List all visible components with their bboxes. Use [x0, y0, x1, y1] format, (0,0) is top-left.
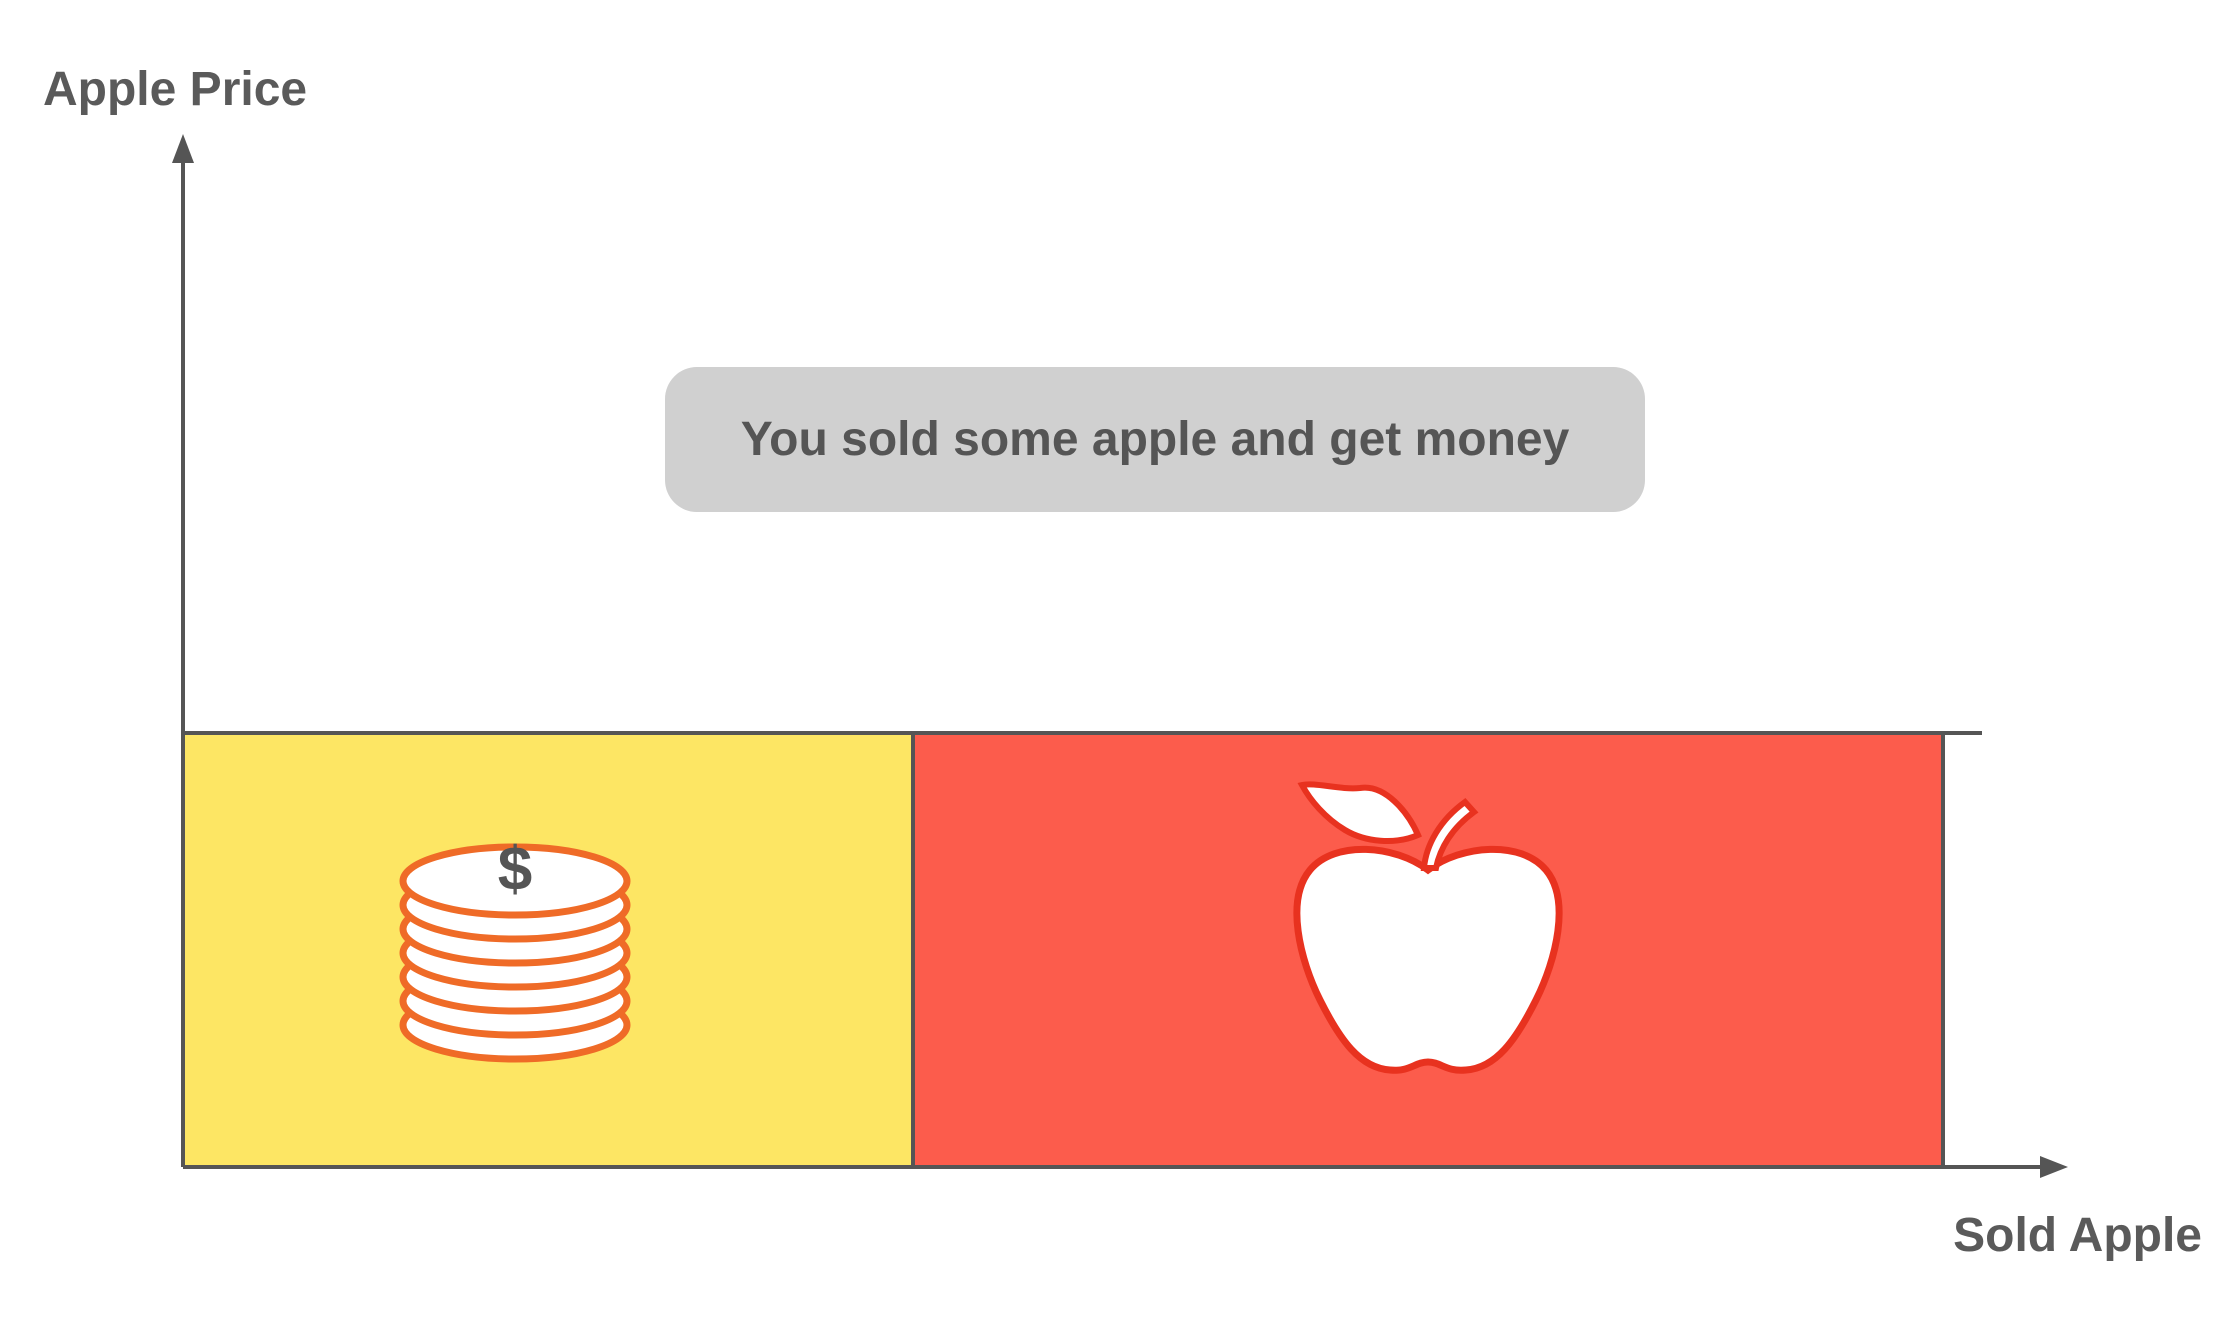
apple-icon: [1293, 781, 1563, 1074]
dollar-sign-icon: $: [498, 835, 532, 904]
callout-text: You sold some apple and get money: [740, 413, 1570, 466]
y-axis-label: Apple Price: [43, 63, 308, 116]
x-axis-arrow-icon: [2040, 1156, 2068, 1178]
y-axis-arrow-icon: [172, 134, 194, 163]
x-axis-label: Sold Apple: [1953, 1209, 2202, 1262]
callout-box: You sold some apple and get money: [665, 367, 1645, 512]
coin-stack-icon: [399, 843, 631, 1063]
